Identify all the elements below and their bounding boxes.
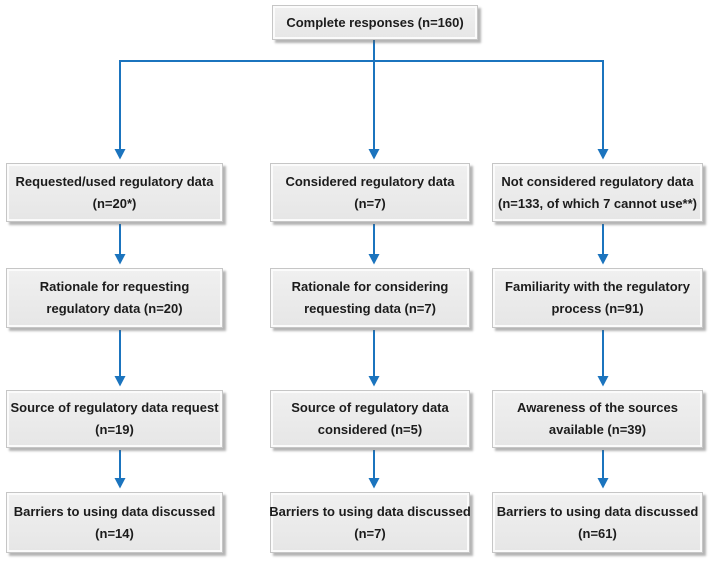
node-label: (n=61) xyxy=(578,525,617,541)
node-source-considered: Source of regulatory data considered (n=… xyxy=(270,390,470,448)
node-not-considered-regulatory-data: Not considered regulatory data (n=133, o… xyxy=(492,163,703,222)
node-awareness-of-sources: Awareness of the sources available (n=39… xyxy=(492,390,703,448)
node-barriers-col1: Barriers to using data discussed (n=14) xyxy=(6,492,223,553)
node-label: Source of regulatory data request xyxy=(10,400,219,415)
node-label: requesting data (n=7) xyxy=(304,301,436,316)
node-requested-used-regulatory-data: Requested/used regulatory data (n=20*) xyxy=(6,163,223,222)
node-label: Not considered regulatory data xyxy=(501,173,694,189)
node-familiarity-with-process: Familiarity with the regulatory process … xyxy=(492,268,703,328)
node-label: Familiarity with the regulatory xyxy=(505,279,690,294)
node-label: considered (n=5) xyxy=(317,422,423,437)
node-label: (n=20*) xyxy=(92,195,137,211)
node-source-of-request: Source of regulatory data request (n=19) xyxy=(6,390,223,448)
node-label: Awareness of the sources xyxy=(517,400,678,415)
node-complete-responses: Complete responses (n=160) xyxy=(272,5,478,40)
node-label: Barriers to using data discussed xyxy=(13,503,216,519)
node-considered-regulatory-data: Considered regulatory data (n=7) xyxy=(270,163,470,222)
node-label: Rationale for requesting xyxy=(39,279,190,294)
node-label: (n=7) xyxy=(354,525,386,541)
node-label: Requested/used regulatory data xyxy=(15,173,214,189)
node-barriers-col2: Barriers to using data discussed (n=7) xyxy=(269,492,471,553)
node-rationale-for-considering: Rationale for considering requesting dat… xyxy=(270,268,470,328)
node-label: available (n=39) xyxy=(548,422,647,437)
node-label: Considered regulatory data xyxy=(285,173,455,189)
node-label: (n=14) xyxy=(95,525,134,541)
node-label: process (n=91) xyxy=(551,301,644,316)
node-label: Barriers to using data discussed xyxy=(269,503,471,519)
node-label: (n=133, of which 7 cannot use**) xyxy=(497,195,698,211)
node-label: Source of regulatory data xyxy=(291,400,449,415)
node-label: (n=19) xyxy=(95,422,134,437)
node-barriers-col3: Barriers to using data discussed (n=61) xyxy=(492,492,703,553)
node-rationale-for-requesting: Rationale for requesting regulatory data… xyxy=(6,268,223,328)
node-label: (n=7) xyxy=(354,195,386,211)
node-label: regulatory data (n=20) xyxy=(46,301,183,316)
node-label: Rationale for considering xyxy=(291,279,449,294)
node-label: Barriers to using data discussed xyxy=(496,503,699,519)
node-label: Complete responses (n=160) xyxy=(286,14,464,30)
